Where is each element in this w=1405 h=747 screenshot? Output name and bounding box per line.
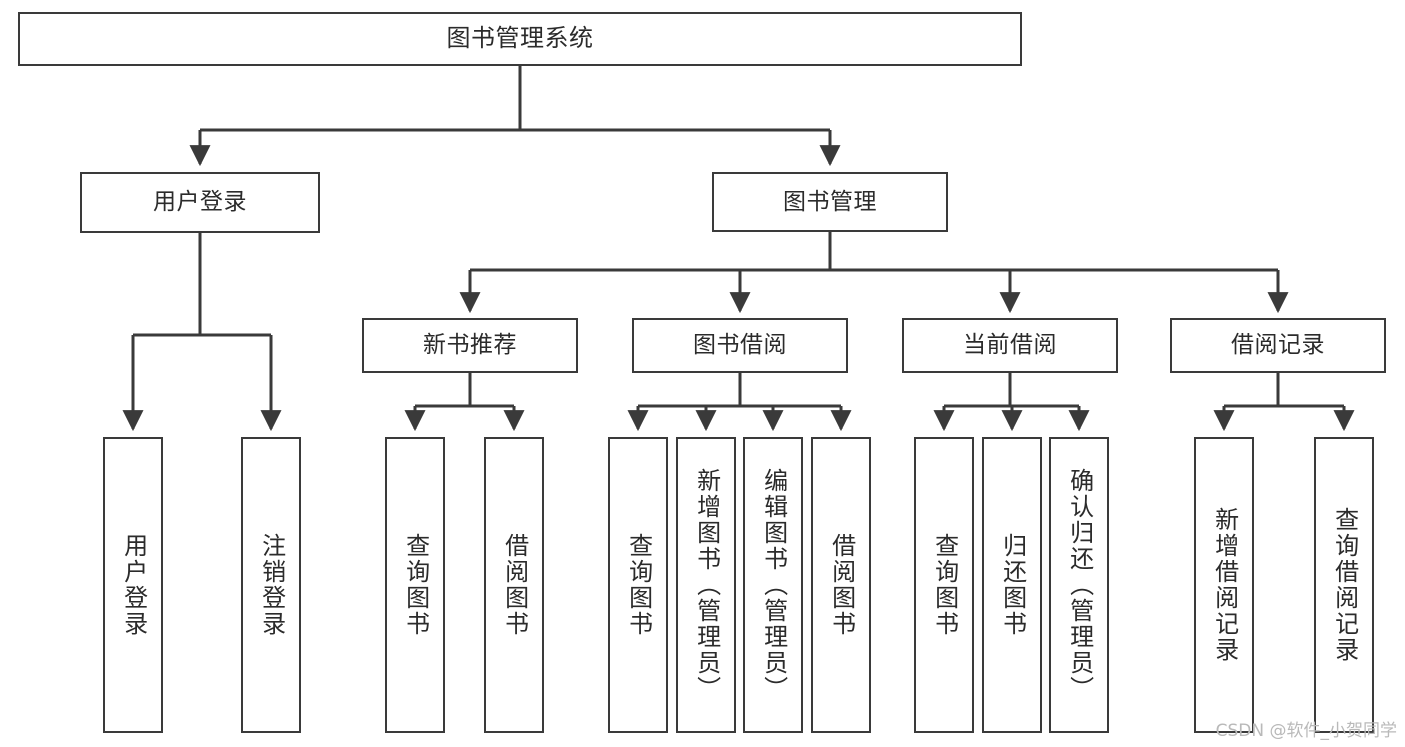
node-borrow-records[interactable]: 借阅记录 [1170, 318, 1386, 373]
csdn-watermark: CSDN @软件_小贺同学 [1215, 721, 1397, 741]
node-label: 查询图书 [401, 533, 430, 637]
node-label: 用户登录 [119, 533, 148, 637]
node-leaf-user-login-login[interactable]: 用户登录 [103, 437, 163, 733]
node-label: 编辑图书（管理员） [759, 468, 788, 702]
node-label: 注销登录 [257, 533, 286, 637]
node-label: 图书借阅 [693, 332, 787, 359]
node-leaf-record-add-record[interactable]: 新增借阅记录 [1194, 437, 1254, 733]
node-leaf-borrow-query-book[interactable]: 查询图书 [608, 437, 668, 733]
node-root-book-management-system[interactable]: 图书管理系统 [18, 12, 1022, 66]
node-label: 用户登录 [153, 189, 247, 216]
node-leaf-recommend-query-book[interactable]: 查询图书 [385, 437, 445, 733]
node-leaf-borrow-borrow-book[interactable]: 借阅图书 [811, 437, 871, 733]
node-label: 图书管理系统 [446, 24, 594, 53]
node-label: 新书推荐 [423, 332, 517, 359]
node-new-book-recommendation[interactable]: 新书推荐 [362, 318, 578, 373]
node-book-management[interactable]: 图书管理 [712, 172, 948, 232]
node-label: 新增借阅记录 [1210, 507, 1239, 663]
node-book-borrowing[interactable]: 图书借阅 [632, 318, 848, 373]
node-leaf-recommend-borrow-book[interactable]: 借阅图书 [484, 437, 544, 733]
node-current-borrowing[interactable]: 当前借阅 [902, 318, 1118, 373]
node-user-login[interactable]: 用户登录 [80, 172, 320, 233]
node-label: 新增图书（管理员） [692, 468, 721, 702]
node-label: 当前借阅 [963, 332, 1057, 359]
node-leaf-borrow-add-book-admin[interactable]: 新增图书（管理员） [676, 437, 736, 733]
node-label: 借阅记录 [1231, 332, 1325, 359]
node-label: 归还图书 [998, 533, 1027, 637]
node-label: 查询图书 [624, 533, 653, 637]
node-label: 借阅图书 [500, 533, 529, 637]
node-label: 确认归还（管理员） [1065, 468, 1094, 702]
node-label: 图书管理 [783, 188, 877, 215]
node-leaf-user-login-logout[interactable]: 注销登录 [241, 437, 301, 733]
node-label: 查询图书 [930, 533, 959, 637]
node-label: 借阅图书 [827, 533, 856, 637]
node-leaf-record-query-record[interactable]: 查询借阅记录 [1314, 437, 1374, 733]
node-leaf-current-confirm-return-admin[interactable]: 确认归还（管理员） [1049, 437, 1109, 733]
node-leaf-current-query-book[interactable]: 查询图书 [914, 437, 974, 733]
node-leaf-current-return-book[interactable]: 归还图书 [982, 437, 1042, 733]
node-label: 查询借阅记录 [1330, 507, 1359, 663]
node-leaf-borrow-edit-book-admin[interactable]: 编辑图书（管理员） [743, 437, 803, 733]
